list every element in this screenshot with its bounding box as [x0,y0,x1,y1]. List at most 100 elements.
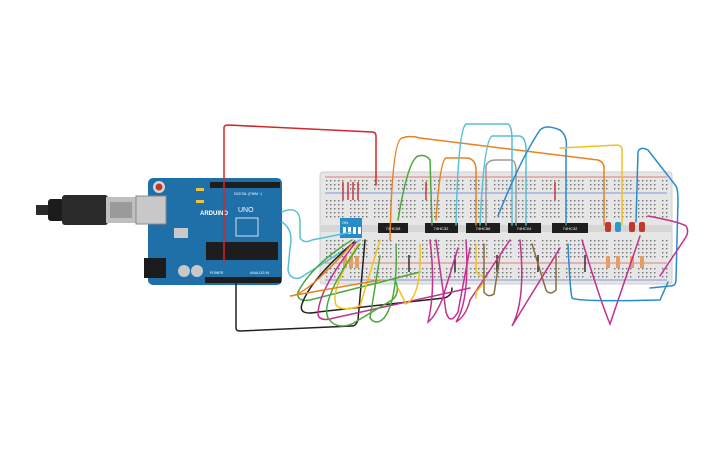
breadboard-hole[interactable] [338,272,340,274]
breadboard-hole[interactable] [618,180,620,182]
breadboard-hole[interactable] [578,276,580,278]
breadboard-hole[interactable] [326,240,328,242]
breadboard-hole[interactable] [366,204,368,206]
wire-blue[interactable] [497,126,568,226]
breadboard-hole[interactable] [554,252,556,254]
breadboard-hole[interactable] [578,208,580,210]
breadboard-hole[interactable] [602,216,604,218]
breadboard-hole[interactable] [666,272,668,274]
breadboard-hole[interactable] [542,244,544,246]
breadboard-hole[interactable] [526,268,528,270]
breadboard-hole[interactable] [410,200,412,202]
breadboard-hole[interactable] [618,208,620,210]
breadboard-hole[interactable] [338,184,340,186]
breadboard-hole[interactable] [590,180,592,182]
breadboard-hole[interactable] [618,212,620,214]
breadboard-hole[interactable] [578,252,580,254]
breadboard-hole[interactable] [362,240,364,242]
breadboard-hole[interactable] [462,204,464,206]
breadboard-hole[interactable] [426,208,428,210]
breadboard-hole[interactable] [438,204,440,206]
resistor-group[interactable] [343,256,644,268]
breadboard-hole[interactable] [578,212,580,214]
breadboard-hole[interactable] [486,276,488,278]
breadboard-hole[interactable] [374,244,376,246]
breadboard-hole[interactable] [334,240,336,242]
breadboard-hole[interactable] [386,200,388,202]
breadboard-hole[interactable] [638,248,640,250]
breadboard-hole[interactable] [330,188,332,190]
breadboard-hole[interactable] [498,204,500,206]
breadboard-hole[interactable] [534,268,536,270]
ic-chip-4[interactable]: 74HC04 [508,223,541,233]
breadboard-hole[interactable] [530,272,532,274]
breadboard-hole[interactable] [546,200,548,202]
breadboard-hole[interactable] [578,248,580,250]
breadboard-hole[interactable] [474,184,476,186]
breadboard-hole[interactable] [414,200,416,202]
breadboard-hole[interactable] [402,240,404,242]
breadboard-hole[interactable] [550,216,552,218]
breadboard-hole[interactable] [382,268,384,270]
breadboard-hole[interactable] [494,240,496,242]
breadboard-hole[interactable] [654,212,656,214]
breadboard-hole[interactable] [350,208,352,210]
breadboard-hole[interactable] [446,268,448,270]
breadboard-hole[interactable] [570,256,572,258]
breadboard-hole[interactable] [422,212,424,214]
breadboard-hole[interactable] [534,188,536,190]
breadboard-hole[interactable] [434,248,436,250]
breadboard-hole[interactable] [502,248,504,250]
breadboard-hole[interactable] [654,268,656,270]
breadboard-hole[interactable] [578,200,580,202]
breadboard-hole[interactable] [646,276,648,278]
breadboard-hole[interactable] [426,216,428,218]
breadboard-hole[interactable] [650,188,652,190]
breadboard-hole[interactable] [390,248,392,250]
breadboard-hole[interactable] [522,252,524,254]
breadboard-hole[interactable] [550,188,552,190]
breadboard-hole[interactable] [398,248,400,250]
breadboard-hole[interactable] [626,180,628,182]
breadboard-hole[interactable] [414,184,416,186]
breadboard-hole[interactable] [554,212,556,214]
breadboard-hole[interactable] [510,212,512,214]
breadboard-hole[interactable] [650,208,652,210]
breadboard-hole[interactable] [450,216,452,218]
breadboard-hole[interactable] [626,248,628,250]
breadboard-hole[interactable] [518,248,520,250]
breadboard-hole[interactable] [574,272,576,274]
breadboard-hole[interactable] [362,188,364,190]
breadboard-hole[interactable] [550,200,552,202]
breadboard-hole[interactable] [582,188,584,190]
breadboard-hole[interactable] [570,272,572,274]
breadboard-hole[interactable] [366,268,368,270]
breadboard-hole[interactable] [350,216,352,218]
breadboard-hole[interactable] [450,240,452,242]
breadboard-hole[interactable] [398,256,400,258]
breadboard-hole[interactable] [326,256,328,258]
breadboard-hole[interactable] [462,268,464,270]
breadboard-hole[interactable] [534,184,536,186]
breadboard-hole[interactable] [558,212,560,214]
breadboard-hole[interactable] [526,276,528,278]
breadboard-hole[interactable] [654,276,656,278]
breadboard-hole[interactable] [326,244,328,246]
breadboard-hole[interactable] [638,204,640,206]
breadboard-hole[interactable] [326,184,328,186]
breadboard-hole[interactable] [410,212,412,214]
breadboard-hole[interactable] [566,256,568,258]
breadboard-hole[interactable] [446,256,448,258]
breadboard-hole[interactable] [598,188,600,190]
breadboard-hole[interactable] [530,188,532,190]
breadboard-hole[interactable] [558,200,560,202]
breadboard-hole[interactable] [638,216,640,218]
breadboard-hole[interactable] [518,188,520,190]
breadboard-hole[interactable] [630,272,632,274]
arduino-uno-board[interactable]: ARDUINO UNO DIGITAL (PWM ~) POWER ANALOG… [135,178,282,285]
wire-green[interactable] [297,239,421,302]
breadboard-hole[interactable] [614,184,616,186]
breadboard-hole[interactable] [522,248,524,250]
breadboard-hole[interactable] [614,276,616,278]
breadboard-hole[interactable] [594,248,596,250]
